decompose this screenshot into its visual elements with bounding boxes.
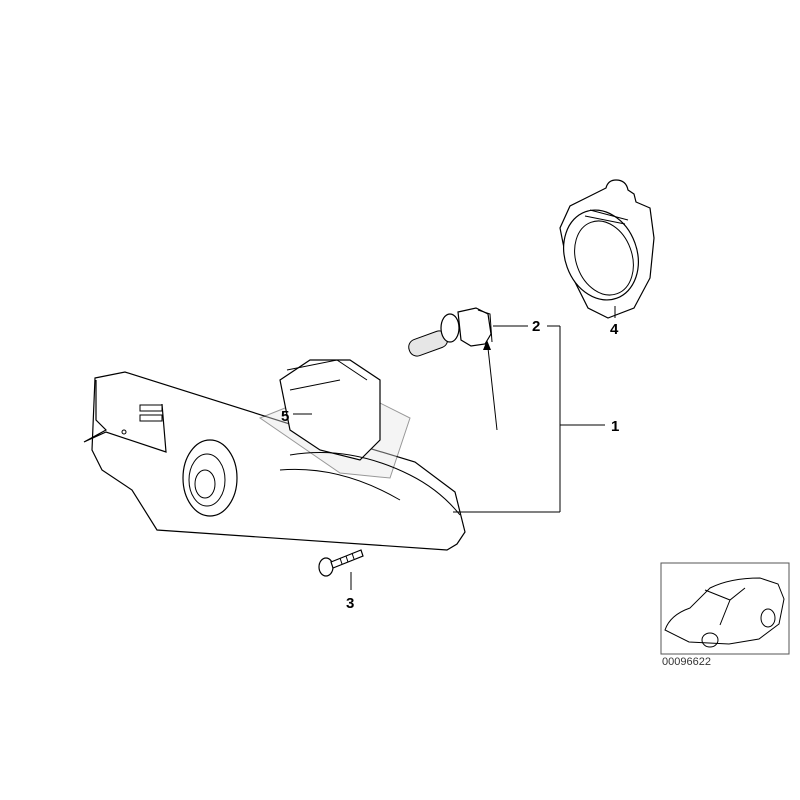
part-2-bulb[interactable] (406, 307, 493, 358)
diagram-code: 00096622 (662, 656, 711, 668)
vehicle-inset: 00096622 (660, 562, 790, 668)
leader-lines (293, 306, 616, 590)
part-1-fog-lamp[interactable] (83, 359, 466, 551)
part-4-ring[interactable] (551, 179, 655, 319)
callout-2: 2 (532, 318, 540, 335)
callout-1: 1 (611, 418, 619, 435)
part-3-screw[interactable] (318, 549, 364, 577)
callout-4: 4 (610, 321, 619, 338)
callout-3: 3 (346, 595, 354, 612)
callout-5: 5 (281, 408, 289, 425)
